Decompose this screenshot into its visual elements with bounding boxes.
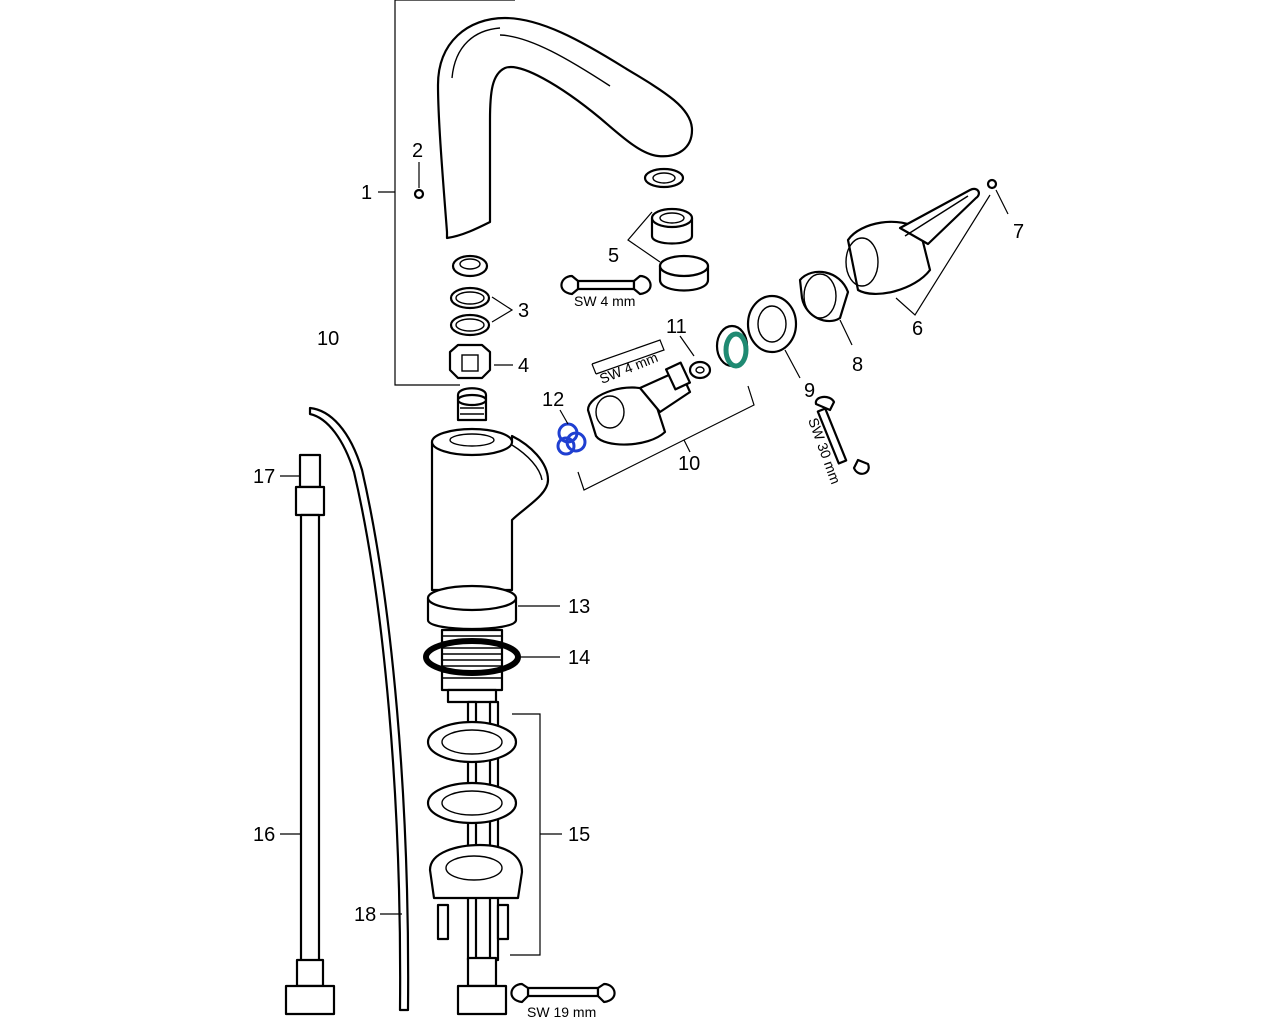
tool-label-aerator-wrench: SW 4 mm bbox=[574, 293, 635, 309]
tool-label-nut-wrench: SW 19 mm bbox=[527, 1004, 596, 1020]
callout-6: 6 bbox=[912, 318, 923, 340]
callout-17: 17 bbox=[253, 466, 275, 488]
callout-12: 12 bbox=[542, 389, 564, 411]
callout-13: 13 bbox=[568, 596, 590, 618]
threaded-shank bbox=[423, 628, 560, 704]
callout-16: 16 bbox=[253, 824, 275, 846]
grub-screw bbox=[413, 162, 425, 200]
open-wrench-small bbox=[560, 274, 652, 296]
retaining-ring-green bbox=[715, 324, 749, 369]
open-wrench-large bbox=[814, 395, 870, 475]
callout-10-left: 10 bbox=[317, 328, 339, 350]
cartridge bbox=[577, 360, 755, 491]
flexible-hose-long bbox=[308, 406, 410, 1012]
fixing-clip bbox=[448, 343, 513, 380]
callout-10-bracket: 10 bbox=[678, 453, 700, 475]
callout-11: 11 bbox=[666, 316, 687, 338]
open-wrench-bottom bbox=[510, 982, 616, 1004]
tool-label-hex-key: SW 4 mm bbox=[597, 349, 660, 387]
spout bbox=[436, 16, 694, 240]
callout-14: 14 bbox=[568, 647, 590, 669]
callout-4: 4 bbox=[518, 355, 529, 377]
callout-15: 15 bbox=[568, 824, 590, 846]
cartridge-nut bbox=[746, 294, 801, 379]
callout-18: 18 bbox=[354, 904, 376, 926]
valve-body bbox=[430, 387, 550, 592]
callout-8: 8 bbox=[852, 354, 863, 376]
callout-1: 1 bbox=[361, 182, 372, 204]
mounting-set bbox=[426, 713, 562, 956]
callout-2: 2 bbox=[412, 140, 423, 162]
seal-rings bbox=[449, 254, 514, 337]
bracket-part-1 bbox=[378, 0, 515, 386]
aerator-set bbox=[627, 167, 710, 292]
lever-handle bbox=[845, 187, 991, 316]
callout-5: 5 bbox=[608, 245, 619, 267]
base-flange bbox=[426, 584, 560, 631]
cover-ring bbox=[798, 270, 853, 346]
hex-key bbox=[591, 339, 665, 375]
flexible-hose-left bbox=[280, 453, 336, 1016]
small-nut bbox=[679, 335, 695, 357]
cap-part-7 bbox=[986, 178, 1009, 215]
callout-7: 7 bbox=[1013, 221, 1024, 243]
callout-9: 9 bbox=[804, 380, 815, 402]
seal-blue bbox=[556, 409, 587, 456]
flexible-hose-right bbox=[456, 956, 508, 1016]
callout-3: 3 bbox=[518, 300, 529, 322]
